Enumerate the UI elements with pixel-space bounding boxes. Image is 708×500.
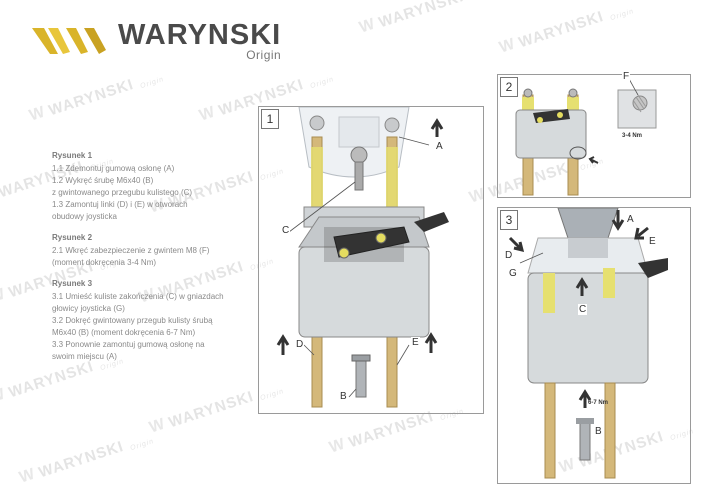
step: 1.2 Wykręć śrubę M6x40 (B) xyxy=(52,176,154,185)
callout-a: A xyxy=(435,141,444,152)
step: 3.3 Ponownie zamontuj gumową osłonę na xyxy=(52,340,205,349)
callout-e: E xyxy=(411,337,420,348)
joystick-detail-illustration xyxy=(515,76,657,196)
callout-e: E xyxy=(648,236,657,247)
section-title: Rysunek 2 xyxy=(52,233,93,242)
step: swoim miejscu (A) xyxy=(52,352,117,361)
figure-2: 2 F 3-4 Nm xyxy=(497,71,691,198)
step: 1.1 Zdemontuj gumową osłonę (A) xyxy=(52,164,175,173)
step: 2.1 Wkręć zabezpieczenie z gwintem M8 (F… xyxy=(52,246,210,255)
instructions-panel: Rysunek 1 1.1 Zdemontuj gumową osłonę (A… xyxy=(52,150,272,372)
joystick-final-assembly-illustration xyxy=(508,208,668,479)
figure-1: 1 A C D E B xyxy=(258,106,484,414)
step: 3.2 Dokręć gwintowany przegub kulisty śr… xyxy=(52,316,213,325)
torque-value: 3-4 Nm xyxy=(622,133,643,139)
joystick-assembly-illustration xyxy=(276,107,449,408)
callout-a: A xyxy=(626,214,635,225)
section-title: Rysunek 3 xyxy=(52,279,93,288)
callout-g: G xyxy=(508,268,518,279)
step: 3.1 Umieść kuliste zakończenia (C) w gni… xyxy=(52,292,224,301)
section-title: Rysunek 1 xyxy=(52,151,93,160)
step: głowicy joysticka (G) xyxy=(52,304,125,313)
step: 1.3 Zamontuj linki (D) i (E) w otworach xyxy=(52,200,188,209)
figure-number: 2 xyxy=(500,77,518,97)
instruction-section-3: Rysunek 3 3.1 Umieść kuliste zakończenia… xyxy=(52,278,272,363)
step: z gwintowanego przegubu kulistego (C) xyxy=(52,188,193,197)
step: M6x40 (B) (moment dokręcenia 6-7 Nm) xyxy=(52,328,196,337)
brand-name: WARYNSKI xyxy=(118,19,282,51)
step: (moment dokręcenia 3-4 Nm) xyxy=(52,258,157,267)
figure-number: 1 xyxy=(261,109,279,129)
callout-b: B xyxy=(339,391,348,402)
instruction-section-1: Rysunek 1 1.1 Zdemontuj gumową osłonę (A… xyxy=(52,150,272,223)
callout-d: D xyxy=(295,339,305,350)
instruction-section-2: Rysunek 2 2.1 Wkręć zabezpieczenie z gwi… xyxy=(52,232,272,269)
figure-3: 3 A D E G C 6-7 Nm B xyxy=(497,207,691,484)
step: obudowy joysticka xyxy=(52,212,117,221)
brand-logo: WARYNSKI Origin xyxy=(30,20,350,70)
callout-f: F xyxy=(622,71,631,82)
figure-number: 3 xyxy=(500,210,518,230)
callout-c: C xyxy=(578,304,588,315)
callout-b: B xyxy=(594,426,603,437)
logo-w-icon xyxy=(30,20,110,60)
brand-subtitle: Origin xyxy=(246,48,282,62)
torque-value: 6-7 Nm xyxy=(588,400,609,406)
callout-d: D xyxy=(504,250,514,261)
callout-c: C xyxy=(281,225,291,236)
